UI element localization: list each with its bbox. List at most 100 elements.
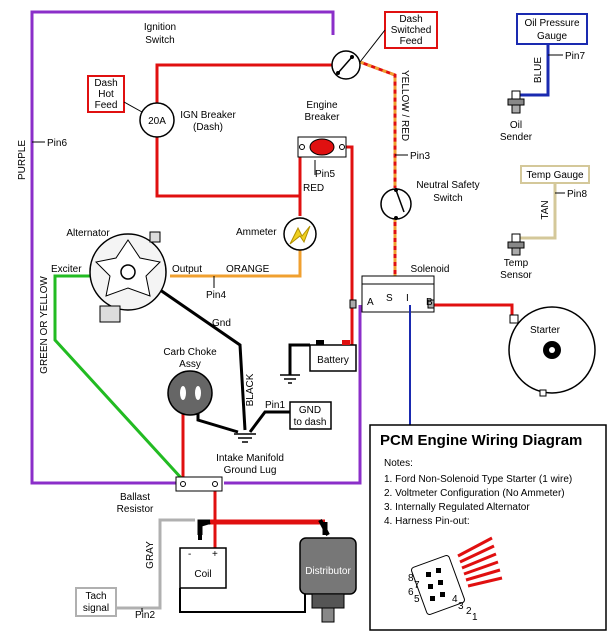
sol-b-label: B	[426, 297, 433, 308]
starter-icon	[508, 306, 596, 397]
coil-plus-label: +	[212, 549, 218, 560]
manifold-ground-icon	[234, 433, 256, 443]
intake-label-2: Ground Lug	[224, 465, 277, 476]
temp-gauge-label: Temp Gauge	[526, 170, 584, 181]
blue-wire	[520, 45, 550, 97]
coil-label: Coil	[194, 569, 211, 580]
neutral-safety-switch-icon	[380, 188, 412, 220]
black-wire-gnd	[149, 281, 247, 431]
ammeter-label: Ammeter	[236, 227, 277, 238]
dash-switched-label-1: Dash	[399, 14, 422, 25]
oil-gauge-label-2: Gauge	[537, 31, 567, 42]
pinout-7: 7	[414, 580, 420, 591]
blue-wire-label: BLUE	[533, 57, 544, 83]
purple-wire-label: PURPLE	[17, 140, 28, 180]
sol-i-label: I	[406, 293, 409, 304]
gnd-dash-label-1: GND	[299, 405, 321, 416]
red-wire-battery	[345, 145, 354, 345]
pinout-2: 2	[466, 606, 472, 617]
note-1: 1. Ford Non-Solenoid Type Starter (1 wir…	[384, 474, 572, 485]
tach-label-2: signal	[83, 603, 109, 614]
yellow-red-wire	[359, 60, 397, 302]
harness-connector-icon	[411, 536, 503, 615]
tach-signal-box	[75, 587, 117, 617]
ballast-label-1: Ballast	[120, 492, 150, 503]
pin7-label: Pin7	[565, 51, 585, 62]
diagram-title: PCM Engine Wiring Diagram	[380, 432, 582, 449]
temp-gauge-box	[520, 165, 590, 184]
neutral-switch-label-2: Switch	[433, 193, 462, 204]
dash-switched-feed-box	[384, 11, 438, 49]
battery-label: Battery	[317, 355, 349, 366]
ignition-switch-label-2: Switch	[145, 35, 174, 46]
green-yellow-label: GREEN OR YELLOW	[39, 276, 50, 374]
carb-choke-label-2: Assy	[179, 359, 201, 370]
pin1-label: Pin1	[265, 400, 285, 411]
red-wire-ignition	[155, 63, 333, 103]
pinout-6: 6	[408, 587, 414, 598]
solenoid-label: Solenoid	[411, 264, 450, 275]
sol-a-label: A	[367, 297, 374, 308]
ign-breaker-label-1: IGN Breaker	[180, 110, 236, 121]
intake-label-1: Intake Manifold	[216, 453, 284, 464]
green-wire	[53, 274, 185, 482]
alternator-label: Alternator	[66, 228, 110, 239]
coil-icon	[179, 547, 227, 589]
alternator-icon	[89, 231, 167, 323]
engine-breaker-icon	[297, 136, 347, 158]
starter-label: Starter	[530, 325, 561, 336]
dash-hot-label-1: Dash	[94, 78, 117, 89]
oil-sender-label-1: Oil	[510, 120, 522, 131]
note-4: 4. Harness Pin-out:	[384, 516, 470, 527]
pin1-wire	[248, 410, 290, 433]
pinout-1: 1	[472, 612, 478, 623]
notes-heading: Notes:	[384, 458, 413, 469]
exciter-label: Exciter	[51, 264, 82, 275]
ground-icon	[280, 374, 300, 384]
engine-breaker-label-2: Breaker	[304, 112, 340, 123]
ignition-switch-label-1: Ignition	[144, 22, 176, 33]
red-wire-solenoid-b	[432, 303, 514, 318]
pin5-label: Pin5	[315, 169, 335, 180]
carb-choke-icon	[167, 370, 213, 416]
gnd-to-dash-box	[289, 401, 332, 430]
coil-minus-label: -	[188, 549, 191, 560]
battery-icon	[309, 340, 357, 372]
gnd-label: Gnd	[212, 318, 231, 329]
pin3-label: Pin3	[410, 151, 430, 162]
red-wire-breaker	[155, 135, 302, 198]
note-2: 2. Voltmeter Configuration (No Ammeter)	[384, 488, 565, 499]
oil-sender-icon	[507, 90, 525, 114]
yellow-red-label: YELLOW / RED	[399, 70, 410, 141]
tan-wire-label: TAN	[540, 200, 551, 219]
orange-wire-label: ORANGE	[226, 264, 270, 275]
pinout-3: 3	[458, 601, 464, 612]
engine-breaker-label-1: Engine	[306, 100, 338, 111]
dash-switched-label-2: Switched	[391, 25, 432, 36]
gnd-dash-label-2: to dash	[294, 417, 327, 428]
dash-hot-label-2: Hot	[98, 89, 114, 100]
breaker-20a-label: 20A	[148, 116, 166, 127]
distributor-icon	[299, 537, 357, 623]
pinout-4: 4	[452, 594, 458, 605]
orange-wire	[170, 250, 302, 278]
temp-sensor-icon	[507, 233, 525, 256]
gray-wire	[115, 518, 195, 610]
temp-sensor-label-2: Sensor	[500, 270, 532, 281]
carb-choke-label-1: Carb Choke	[163, 347, 217, 358]
note-3: 3. Internally Regulated Alternator	[384, 502, 530, 513]
sol-s-label: S	[386, 293, 393, 304]
dash-hot-label-3: Feed	[95, 100, 118, 111]
pinout-5: 5	[414, 594, 420, 605]
black-wire-battery	[288, 343, 310, 375]
ign-breaker-icon	[139, 102, 175, 138]
black-wire-label: BLACK	[245, 373, 256, 406]
red-wire-label: RED	[303, 183, 324, 194]
output-label: Output	[172, 264, 202, 275]
oil-pressure-gauge-box	[516, 13, 588, 45]
oil-gauge-label-1: Oil Pressure	[524, 18, 579, 29]
pin6-label: Pin6	[47, 138, 67, 149]
ballast-label-2: Resistor	[117, 504, 154, 515]
tan-wire	[520, 183, 557, 240]
ignition-switch	[331, 50, 361, 80]
